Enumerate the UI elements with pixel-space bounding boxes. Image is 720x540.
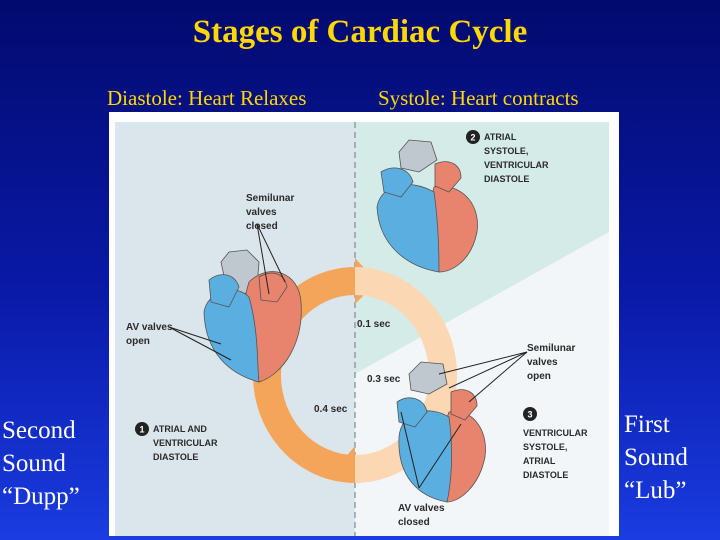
stage-3-number: 3 bbox=[527, 410, 532, 420]
second-sound-label: Second Sound “Dupp” bbox=[2, 414, 80, 513]
heart-diagram-diastole bbox=[203, 249, 302, 383]
first-sound-line-2: Sound bbox=[624, 444, 688, 471]
av-open-line-2: open bbox=[126, 336, 150, 347]
stage-1-line-3: DIASTOLE bbox=[153, 452, 198, 462]
av-closed-line-2: closed bbox=[398, 517, 430, 528]
stage-1-marker bbox=[135, 422, 149, 436]
first-sound-line-3: “Lub” bbox=[624, 477, 687, 504]
stage-2-line-1: ATRIAL bbox=[484, 132, 517, 142]
semilunar-open-line-2: valves bbox=[527, 357, 558, 368]
heart-diagram-atrial-systole bbox=[376, 139, 478, 273]
semilunar-closed-line-1: Semilunar bbox=[246, 193, 294, 204]
first-sound-label: First Sound “Lub” bbox=[624, 408, 688, 507]
stage-2-line-2: SYSTOLE, bbox=[484, 146, 528, 156]
stage-1-line-1: ATRIAL AND bbox=[153, 424, 207, 434]
pointer-lines bbox=[168, 223, 528, 489]
av-closed-line-1: AV valves bbox=[398, 503, 445, 514]
cardiac-cycle-svg: 1 ATRIAL AND VENTRICULAR DIASTOLE 2 ATRI… bbox=[115, 122, 609, 536]
stage-3-line-1: VENTRICULAR bbox=[523, 428, 588, 438]
second-sound-line-2: Sound bbox=[2, 450, 66, 477]
first-sound-line-1: First bbox=[624, 411, 670, 438]
stage-3-marker bbox=[523, 407, 537, 421]
time-0-3-sec: 0.3 sec bbox=[367, 374, 401, 385]
systole-heading: Systole: Heart contracts bbox=[378, 86, 579, 110]
semilunar-open-line-1: Semilunar bbox=[527, 343, 575, 354]
cardiac-cycle-diagram: 1 ATRIAL AND VENTRICULAR DIASTOLE 2 ATRI… bbox=[109, 112, 619, 536]
slide-title: Stages of Cardiac Cycle bbox=[192, 14, 528, 50]
stage-3-line-3: ATRIAL bbox=[523, 456, 556, 466]
stage-2-line-4: DIASTOLE bbox=[484, 174, 529, 184]
stage-1-number: 1 bbox=[139, 425, 144, 435]
stage-2-line-3: VENTRICULAR bbox=[484, 160, 549, 170]
stage-3-line-4: DIASTOLE bbox=[523, 470, 568, 480]
stage-2-number: 2 bbox=[470, 133, 475, 143]
stage-2-marker bbox=[466, 130, 480, 144]
cycle-arrow-atrial-systole bbox=[355, 267, 457, 375]
second-sound-line-1: Second bbox=[2, 417, 76, 444]
second-sound-line-3: “Dupp” bbox=[2, 483, 80, 510]
heart-diagram-ventricular-systole bbox=[396, 361, 486, 503]
diastole-heading: Diastole: Heart Relaxes bbox=[107, 86, 307, 110]
cycle-arrow-diastole-lower bbox=[253, 375, 355, 483]
semilunar-closed-line-3: closed bbox=[246, 221, 278, 232]
semilunar-open-line-3: open bbox=[527, 371, 551, 382]
stage-1-line-2: VENTRICULAR bbox=[153, 438, 218, 448]
time-0-4-sec: 0.4 sec bbox=[314, 404, 348, 415]
cycle-arrow-ventricular-systole bbox=[355, 375, 457, 483]
time-0-1-sec: 0.1 sec bbox=[357, 319, 391, 330]
av-open-line-1: AV valves bbox=[126, 322, 173, 333]
semilunar-closed-line-2: valves bbox=[246, 207, 277, 218]
stage-3-line-2: SYSTOLE, bbox=[523, 442, 567, 452]
